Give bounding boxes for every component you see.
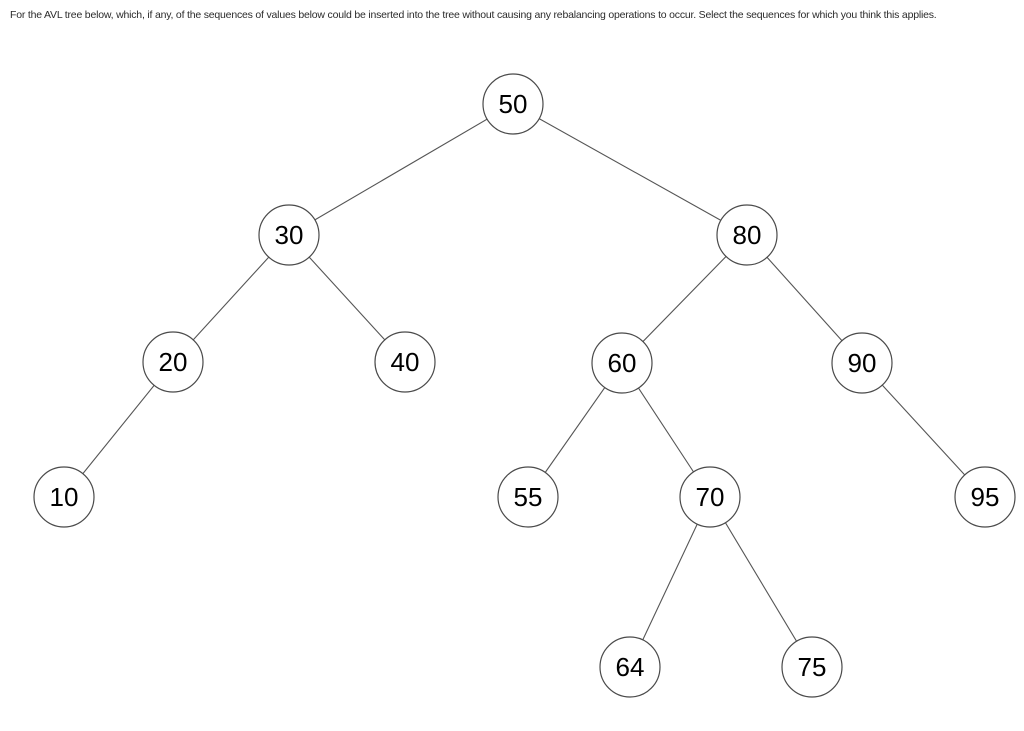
tree-node-10: 10 bbox=[33, 466, 95, 528]
tree-node-60: 60 bbox=[591, 332, 653, 394]
tree-node-20: 20 bbox=[142, 331, 204, 393]
tree-node-30: 30 bbox=[258, 204, 320, 266]
tree-node-circle bbox=[258, 204, 320, 266]
tree-node-circle bbox=[716, 204, 778, 266]
tree-node-circle bbox=[831, 332, 893, 394]
tree-node-label: 64 bbox=[616, 652, 645, 682]
tree-node-circle bbox=[679, 466, 741, 528]
tree-node-circle bbox=[482, 73, 544, 135]
tree-node-55: 55 bbox=[497, 466, 559, 528]
tree-node-circle bbox=[497, 466, 559, 528]
tree-node-50: 50 bbox=[482, 73, 544, 135]
tree-node-circle bbox=[142, 331, 204, 393]
tree-node-circle bbox=[374, 331, 436, 393]
tree-node-label: 60 bbox=[608, 348, 637, 378]
tree-node-circle bbox=[33, 466, 95, 528]
tree-node-95: 95 bbox=[954, 466, 1016, 528]
tree-node-75: 75 bbox=[781, 636, 843, 698]
tree-node-label: 80 bbox=[733, 220, 762, 250]
tree-node-circle bbox=[781, 636, 843, 698]
tree-node-label: 90 bbox=[848, 348, 877, 378]
tree-node-circle bbox=[591, 332, 653, 394]
tree-node-label: 20 bbox=[159, 347, 188, 377]
tree-node-label: 30 bbox=[275, 220, 304, 250]
tree-edge-50-80 bbox=[512, 103, 748, 236]
tree-node-label: 40 bbox=[391, 347, 420, 377]
tree-node-label: 55 bbox=[514, 482, 543, 512]
tree-node-80: 80 bbox=[716, 204, 778, 266]
tree-node-label: 70 bbox=[696, 482, 725, 512]
tree-node-circle bbox=[599, 636, 661, 698]
tree-node-90: 90 bbox=[831, 332, 893, 394]
question-text: For the AVL tree below, which, if any, o… bbox=[10, 9, 937, 21]
tree-node-label: 95 bbox=[971, 482, 1000, 512]
tree-node-label: 50 bbox=[499, 89, 528, 119]
tree-node-40: 40 bbox=[374, 331, 436, 393]
tree-node-label: 75 bbox=[798, 652, 827, 682]
tree-edge-70-75 bbox=[709, 496, 813, 668]
tree-edge-50-30 bbox=[288, 103, 514, 236]
tree-node-label: 10 bbox=[50, 482, 79, 512]
tree-node-70: 70 bbox=[679, 466, 741, 528]
tree-edge-70-64 bbox=[629, 496, 711, 668]
tree-node-64: 64 bbox=[599, 636, 661, 698]
tree-node-circle bbox=[954, 466, 1016, 528]
